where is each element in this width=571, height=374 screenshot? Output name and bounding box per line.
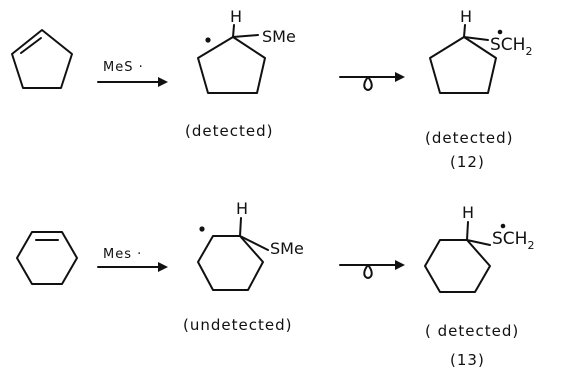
subscript-two: 2: [527, 239, 534, 252]
group-text: SCH: [490, 35, 525, 55]
cyclohexyl-radical: [197, 217, 269, 291]
cyclopentyl-radical: [197, 24, 266, 94]
compound-number-13: (13): [450, 351, 485, 369]
compound-number-12: (12): [450, 153, 485, 171]
intermediate-caption-1: (detected): [185, 122, 273, 140]
h-atom-label: H: [460, 7, 472, 26]
h-atom-label: H: [236, 199, 248, 218]
radical-dot: [205, 37, 211, 43]
cyclopentene: [11, 29, 73, 89]
cyclopentylthiomethyl-radical: [429, 24, 503, 94]
intermediate-caption-2: (undetected): [183, 316, 292, 334]
cyclohexylthiomethyl-radical: [424, 221, 506, 293]
subscript-two: 2: [525, 45, 532, 58]
cyclohexene: [16, 231, 78, 285]
radical-dot: [497, 29, 503, 35]
reaction-arrow-2: [97, 262, 168, 272]
h-atom-label: H: [462, 203, 474, 222]
thiomethyl-group-label: SCH2: [490, 35, 532, 58]
product-caption-1: (detected): [425, 129, 513, 147]
thiomethyl-group-label: SCH2: [492, 229, 534, 252]
product-caption-2: ( detected): [425, 322, 519, 340]
fragmentation-arrow-2: [339, 260, 405, 279]
h-atom-label: H: [230, 7, 242, 26]
reaction-arrow-1: [97, 77, 168, 87]
reagent-label-2: Mes ·: [103, 247, 142, 262]
radical-dot: [500, 223, 506, 229]
reagent-label-1: MeS ·: [103, 60, 144, 75]
substituent-label: SMe: [262, 27, 296, 46]
substituent-label: SMe: [270, 239, 304, 258]
group-text: SCH: [492, 229, 527, 249]
fragmentation-arrow-1: [339, 72, 405, 91]
radical-dot: [199, 226, 205, 232]
